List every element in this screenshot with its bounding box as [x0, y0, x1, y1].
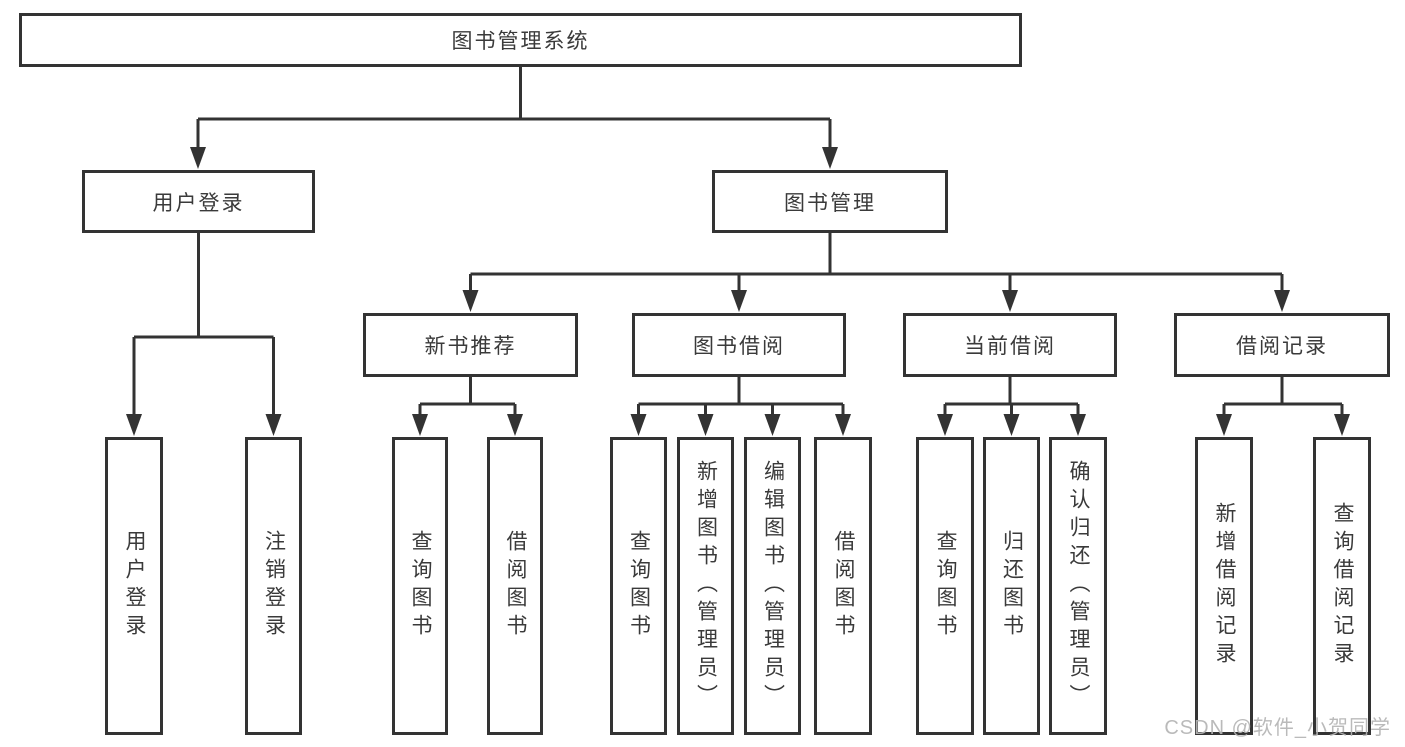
node-borrowing-records: 借阅记录	[1174, 313, 1390, 377]
leaf-logout: 注销登录	[245, 437, 302, 735]
leaf-label: 借阅图书	[504, 530, 528, 642]
leaf-label: 新增借阅记录	[1213, 502, 1237, 670]
node-library-management-system: 图书管理系统	[19, 13, 1022, 67]
node-label: 图书管理系统	[451, 30, 590, 53]
leaf-label: 注销登录	[262, 530, 286, 642]
node-book-borrowing: 图书借阅	[632, 313, 846, 377]
leaf-label: 借阅图书	[832, 530, 856, 642]
leaf-label: 查询图书	[627, 530, 651, 642]
leaf-return-books: 归还图书	[983, 437, 1040, 735]
leaf-label: 查询借阅记录	[1331, 502, 1355, 670]
leaf-edit-books-admin: 编辑图书（管理员）	[744, 437, 801, 735]
leaf-user-login: 用户登录	[105, 437, 163, 735]
node-label: 新书推荐	[424, 335, 517, 358]
connector-stems	[132, 67, 1344, 417]
leaf-borrow-books-recommend: 借阅图书	[487, 437, 543, 735]
leaf-add-books-admin: 新增图书（管理员）	[677, 437, 734, 735]
leaf-label: 新增图书（管理员）	[694, 460, 718, 712]
leaf-query-books-recommend: 查询图书	[392, 437, 448, 735]
leaf-label: 确认归还（管理员）	[1067, 460, 1091, 712]
node-label: 当前借阅	[964, 335, 1056, 358]
node-current-borrowing: 当前借阅	[903, 313, 1117, 377]
leaf-confirm-return-admin: 确认归还（管理员）	[1049, 437, 1107, 735]
leaf-label: 编辑图书（管理员）	[761, 460, 785, 712]
node-new-book-recommendation: 新书推荐	[363, 313, 578, 377]
node-label: 图书借阅	[693, 335, 785, 358]
leaf-query-borrow-record: 查询借阅记录	[1313, 437, 1371, 735]
leaf-label: 归还图书	[1000, 530, 1024, 642]
leaf-borrow-books: 借阅图书	[814, 437, 872, 735]
leaf-query-books-borrow: 查询图书	[610, 437, 667, 735]
node-user-login: 用户登录	[82, 170, 315, 233]
arrow-down-icons	[126, 147, 1350, 436]
leaf-query-books-current: 查询图书	[916, 437, 974, 735]
leaf-label: 用户登录	[123, 530, 147, 642]
node-label: 借阅记录	[1236, 335, 1328, 358]
leaf-add-borrow-record: 新增借阅记录	[1195, 437, 1253, 735]
leaf-label: 查询图书	[409, 530, 433, 642]
node-label: 图书管理	[784, 191, 876, 215]
node-book-management: 图书管理	[712, 170, 948, 233]
node-label: 用户登录	[152, 191, 245, 215]
csdn-watermark: CSDN @软件_小贺同学	[1164, 717, 1391, 739]
leaf-label: 查询图书	[934, 530, 958, 642]
